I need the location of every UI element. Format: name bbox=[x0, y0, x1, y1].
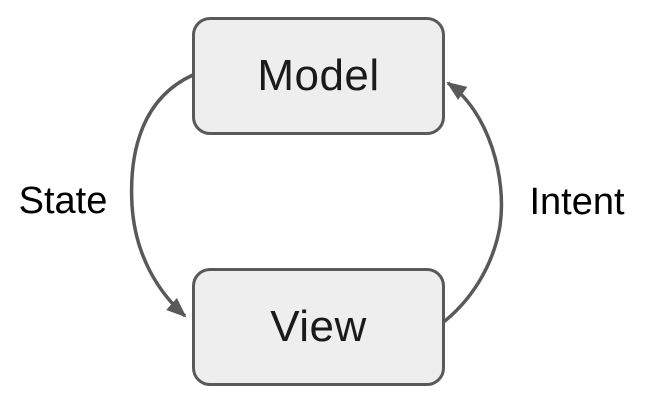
node-model: Model bbox=[192, 17, 445, 135]
node-view: View bbox=[192, 268, 445, 386]
node-model-label: Model bbox=[257, 51, 380, 100]
node-view-label: View bbox=[270, 302, 367, 351]
edge-label-state: State bbox=[18, 180, 108, 222]
edge-intent-arrow bbox=[439, 81, 504, 326]
edge-state-arrow bbox=[129, 73, 194, 318]
edge-label-intent: Intent bbox=[529, 181, 625, 223]
